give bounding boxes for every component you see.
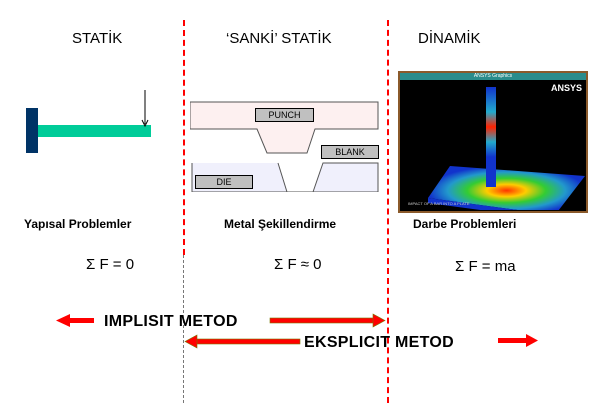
heading-dynamic: DİNAMİK [418,30,481,47]
ansys-titlebar: ANSYS Graphics [400,73,586,80]
divider-left-grey [183,255,184,403]
heading-static: STATİK [72,30,123,47]
caption-structural: Yapısal Problemler [24,217,132,231]
arrow-right-implicit-icon [269,313,386,328]
implicit-method-label: IMPLISIT METOD [104,313,238,330]
punch-label: PUNCH [255,108,314,122]
equation-static: Σ F = 0 [86,256,135,273]
ansys-window: ANSYS Graphics ANSYS IMPACT OF A BAR INT… [398,71,588,213]
equation-quasi-static: Σ F ≈ 0 [274,256,322,273]
impact-simulation-render: IMPACT OF A BAR INTO A PLATE [408,87,585,210]
equation-dynamic: Σ F = ma [455,258,516,275]
divider-right [387,20,389,403]
method-arrows [56,313,538,349]
arrow-left-explicit-icon [184,334,301,349]
ansys-logo: ANSYS [550,83,582,93]
explicit-method-label: EKSPLICIT METOD [304,334,454,351]
load-arrow-icon [141,90,149,128]
cantilever-beam [38,125,151,137]
caption-impact: Darbe Problemleri [413,217,517,231]
blank-label: BLANK [321,145,379,159]
divider-left-red [183,20,185,255]
caption-forming: Metal Şekillendirme [224,217,337,231]
arrow-left-implicit-icon [56,314,94,327]
ansys-footer: IMPACT OF A BAR INTO A PLATE [408,201,470,206]
heading-quasi-static: ‘SANKİ’ STATİK [226,30,332,47]
wall-support [26,108,38,153]
arrow-right-explicit-icon [498,334,538,347]
die-label: DIE [195,175,253,189]
